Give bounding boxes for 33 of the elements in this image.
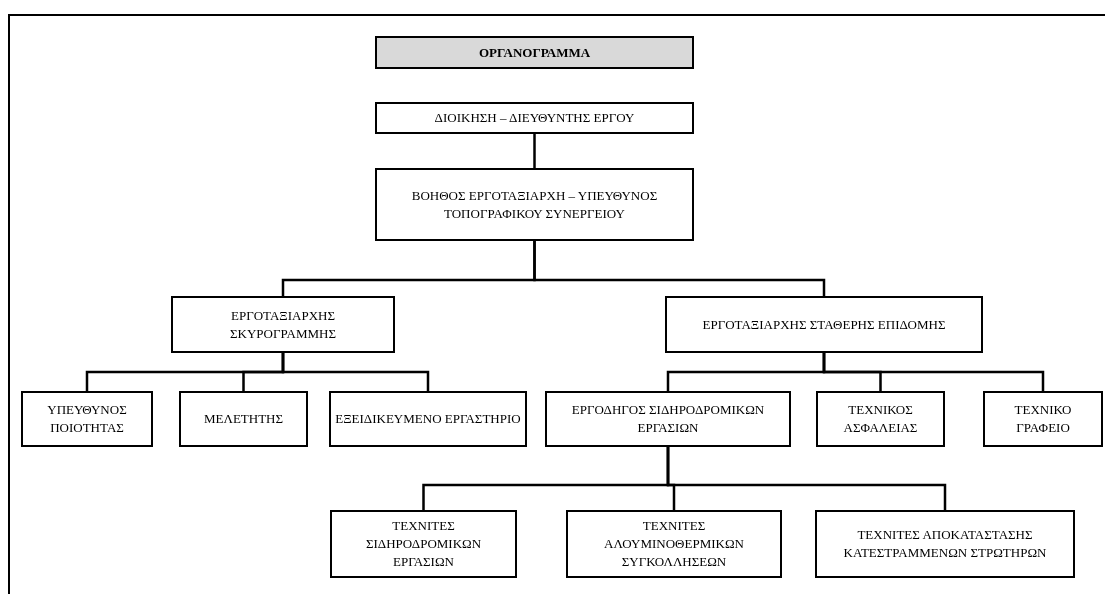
role-box <box>329 391 527 447</box>
chart-title: ΟΡΓΑΝΟΓΡΑΜΜΑ <box>478 43 591 62</box>
role-box <box>545 391 791 447</box>
connector-line <box>822 353 1045 391</box>
role-box <box>816 391 945 447</box>
role-name: ΕΡΓΟΔΗΓΟΣ ΣΙΔΗΡΟΔΡΟΜΙΚΩΝ ΕΡΓΑΣΙΩΝ <box>570 401 766 437</box>
role-name: ΤΕΧΝΙΚΟΣ ΑΣΦΑΛΕΙΑΣ <box>842 401 919 437</box>
role-box <box>375 102 694 134</box>
role-box <box>375 168 694 241</box>
role-name: ΕΞΕΙΔΙΚΕΥΜΕΝΟ ΕΡΓΑΣΤΗΡΙΟ <box>335 410 521 428</box>
role-box <box>665 296 983 353</box>
role-name: ΒΟΗΘΟΣ ΕΡΓΟΤΑΞΙΑΡΧΗ – ΥΠΕΥΘΥΝΟΣ ΤΟΠΟΓΡΑΦΙΚΟΥ ΣΥΝΕΡΓΕΙΟΥ <box>410 186 659 223</box>
role-name: ΤΕΧΝΙΤΕΣ ΑΛΟΥΜΙΝΟΘΕΡΜΙΚΩΝ ΣΥΓΚΟΛΛΗΣΕΩΝ <box>603 517 745 571</box>
connector-line <box>533 241 826 296</box>
role-box <box>330 510 517 578</box>
title-box <box>375 36 694 69</box>
connector-line <box>533 134 536 168</box>
role-name: ΤΕΧΝΙΤΕΣ ΣΙΔΗΡΟΔΡΟΜΙΚΩΝ ΕΡΓΑΣΙΩΝ <box>364 517 483 571</box>
role-name: ΕΡΓΟΤΑΞΙΑΡΧΗΣ ΣΤΑΘΕΡΗΣ ΕΠΙΔΟΜΗΣ <box>702 315 946 334</box>
connector-line <box>666 447 947 510</box>
role-box <box>983 391 1103 447</box>
role-name: ΤΕΧΝΙΚΟ ΓΡΑΦΕΙΟ <box>1013 401 1073 437</box>
role-box <box>179 391 308 447</box>
role-box <box>21 391 153 447</box>
role-name: ΜΕΛΕΤΗΤΗΣ <box>203 410 284 428</box>
role-box <box>566 510 782 578</box>
role-box <box>815 510 1075 578</box>
role-name: ΤΕΧΝΙΤΕΣ ΑΠΟΚΑΤΑΣΤΑΣΗΣ ΚΑΤΕΣΤΡΑΜΜΕΝΩΝ ΣΤΡΩΤΗΡΩΝ <box>842 526 1048 562</box>
role-box <box>171 296 395 353</box>
role-name: ΔΙΟΙΚΗΣΗ – ΔΙΕΥΘΥΝΤΗΣ ΕΡΓΟΥ <box>434 109 635 127</box>
role-name: ΥΠΕΥΘΥΝΟΣ ΠΟΙΟΤΗΤΑΣ <box>46 401 128 437</box>
role-name: ΕΡΓΟΤΑΞΙΑΡΧΗΣ ΣΚΥΡΟΓΡΑΜΜΗΣ <box>229 306 337 343</box>
connector-line <box>281 353 430 391</box>
